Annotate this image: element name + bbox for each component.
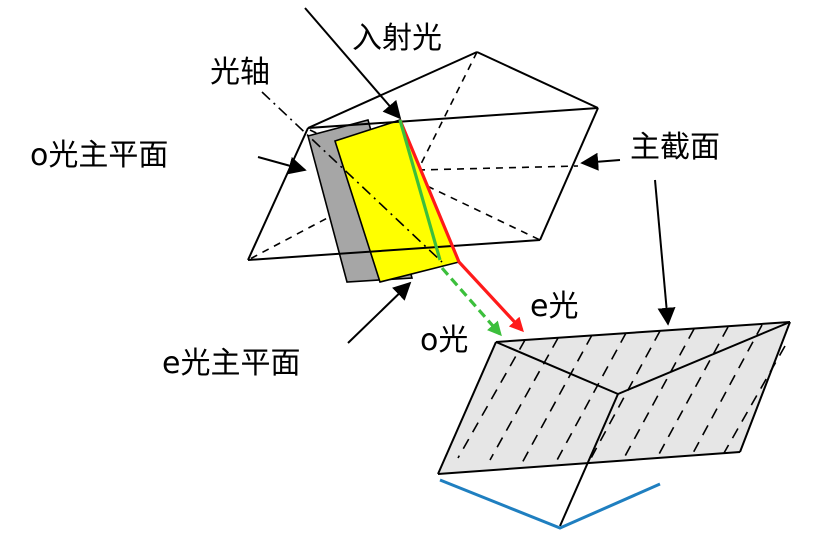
crystal-edge [539,107,599,241]
e-light-label: e光 [530,289,578,324]
o-light-ray-outside [440,266,502,337]
incident-light-label: 入射光 [352,21,442,56]
o-light-ray-inside [398,119,442,261]
e-principal-plane-label: e光主平面 [162,346,300,381]
section-pointer-arrow-top [580,152,621,171]
optic-axis-line [261,91,443,263]
o-light-label: o光 [420,323,468,358]
crystal-edge [476,51,599,109]
section-pointer-arrow-bottom [654,179,676,326]
principal-section-label: 主截面 [630,130,720,165]
crystal-hidden-edge [417,51,478,171]
crystal-edge [247,239,541,261]
section-bottom-edge [439,478,661,530]
crystal-edge [307,107,599,129]
optic-axis-label: 光轴 [210,55,270,90]
incident-light-ray [304,7,402,120]
o-plane-pointer-arrow [257,156,307,175]
o-principal-plane-label: o光主平面 [30,138,168,173]
crystal-hidden-edge [417,165,579,171]
crystal-edge [247,127,309,261]
principal-section-solid [437,321,791,530]
principal-section-face [438,322,790,474]
crystal-edge [307,51,478,129]
crystal-top-edges [247,51,599,261]
e-plane-pointer-arrow [347,281,412,344]
e-light-ray [398,119,524,333]
